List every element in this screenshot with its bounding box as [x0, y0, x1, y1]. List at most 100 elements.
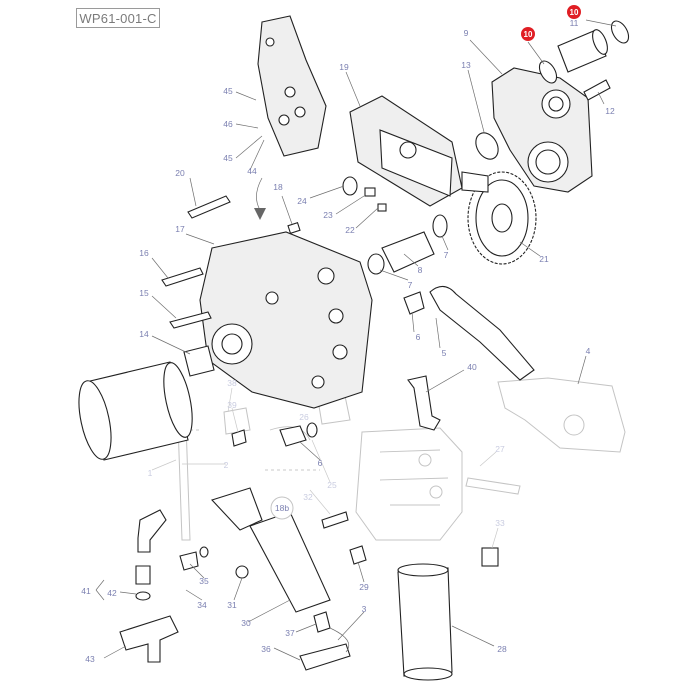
stud-33: [321, 511, 349, 529]
washer-42: [135, 591, 151, 601]
seal-24: [342, 176, 358, 196]
nut-31: [235, 565, 249, 579]
callout-label: 40: [467, 362, 477, 372]
callout-label: 39: [227, 400, 237, 410]
filter-element-28: [397, 563, 453, 681]
bush-6: [403, 291, 425, 315]
pin-22: [377, 203, 387, 212]
callout-label: 13: [461, 60, 471, 70]
arrow-head: [254, 208, 266, 220]
callout-label: 43: [85, 654, 95, 664]
callout-labels: 10 10 11 9 13 12 19 45 46 45 44 20 18 24…: [81, 5, 615, 664]
hydraulic-pump: [349, 95, 489, 207]
callout-label: 7: [444, 250, 449, 260]
callout-10-lower: 10: [524, 30, 533, 39]
callout-label: 38: [227, 378, 237, 388]
gasket-ring: [475, 132, 499, 160]
union-fitting-14: [183, 345, 215, 377]
leader-lines: [95, 19, 617, 661]
callout-label: 31: [227, 600, 237, 610]
o-ring-7-lower: [367, 253, 385, 275]
callout-label: 3: [362, 604, 367, 614]
highlight-marker: [521, 27, 535, 41]
callout-label: 2: [224, 460, 229, 470]
pipe-5: [429, 285, 535, 381]
main-valve-body: [199, 231, 373, 409]
callout-label: 45: [223, 86, 233, 96]
callout-label: 19: [339, 62, 349, 72]
callout-label: 14: [139, 329, 149, 339]
callout-label: 23: [323, 210, 333, 220]
callout-label: 8: [418, 265, 423, 275]
callout-label: 5: [442, 348, 447, 358]
plug-39: [231, 429, 247, 447]
bracket-hole: [563, 414, 585, 436]
control-lever-32: [211, 487, 263, 531]
drive-gear: [467, 171, 537, 265]
pump-drive-housing: [491, 67, 593, 193]
o-ring-seal-upper: [610, 20, 630, 44]
tee-fitting-43: [119, 615, 179, 663]
callout-label: 35: [199, 576, 209, 586]
callout-label: 1: [148, 468, 153, 478]
callout-label: 44: [247, 166, 257, 176]
callout-label: 11: [570, 18, 579, 28]
nut-27: [481, 547, 499, 567]
callout-label: 27: [495, 444, 505, 454]
callout-label: 34: [197, 600, 207, 610]
callout-label: 29: [359, 582, 369, 592]
callout-label: 45: [223, 153, 233, 163]
elbow-fitting-26: [279, 425, 307, 447]
sender-wire: [329, 627, 350, 653]
callout-label: 46: [223, 119, 233, 129]
callout-label: 9: [464, 28, 469, 38]
sender-36: [299, 643, 351, 671]
elbow-pipe-40: [407, 375, 441, 431]
assembly-direction-arrow: [256, 177, 263, 211]
callout-label: 18: [273, 182, 283, 192]
union-37: [313, 611, 331, 633]
callout-10-upper: 10: [570, 8, 579, 17]
dowel-18: [287, 221, 301, 235]
o-ring-7-upper: [432, 214, 448, 238]
callout-label: 6: [416, 332, 421, 342]
callout-label: 21: [539, 254, 549, 264]
callout-label: 41: [81, 586, 91, 596]
callout-label: 33: [495, 518, 505, 528]
bolt-29: [349, 545, 367, 565]
plug-23: [364, 187, 376, 197]
oil-filter-canister: [78, 361, 193, 461]
callout-label: 26: [299, 412, 309, 422]
fitting-35: [179, 551, 199, 571]
callout-label: 24: [297, 196, 307, 206]
callout-label: 15: [139, 288, 149, 298]
callout-label: 36: [261, 644, 271, 654]
callout-label: 30: [241, 618, 251, 628]
adapter-41: [135, 565, 151, 585]
callout-label: 12: [605, 106, 615, 116]
callout-label: 37: [285, 628, 295, 638]
bolt-15: [169, 311, 212, 329]
callout-label: 22: [345, 225, 355, 235]
ghosted-assembly: [160, 377, 626, 541]
control-valve-block: [355, 427, 463, 541]
callout-label: 4: [586, 346, 591, 356]
bolt-16: [161, 267, 204, 287]
housing-bolt: [583, 79, 611, 101]
bolt-20: [187, 195, 231, 219]
lever-arm-30: [249, 511, 331, 613]
callout-label: 18b: [275, 503, 289, 513]
reference-circle: [270, 496, 294, 520]
callout-label: 20: [175, 168, 185, 178]
callout-label: 25: [327, 480, 337, 490]
callout-label: 7: [408, 280, 413, 290]
callout-label: 6: [318, 458, 323, 468]
highlight-marker: [567, 5, 581, 19]
rear-cover-plate: [257, 15, 327, 157]
sleeve-8: [381, 231, 435, 273]
callout-label: 32: [303, 492, 313, 502]
bush-sleeve: [557, 29, 608, 73]
washer-25: [306, 422, 318, 438]
callout-label: 42: [107, 588, 117, 598]
